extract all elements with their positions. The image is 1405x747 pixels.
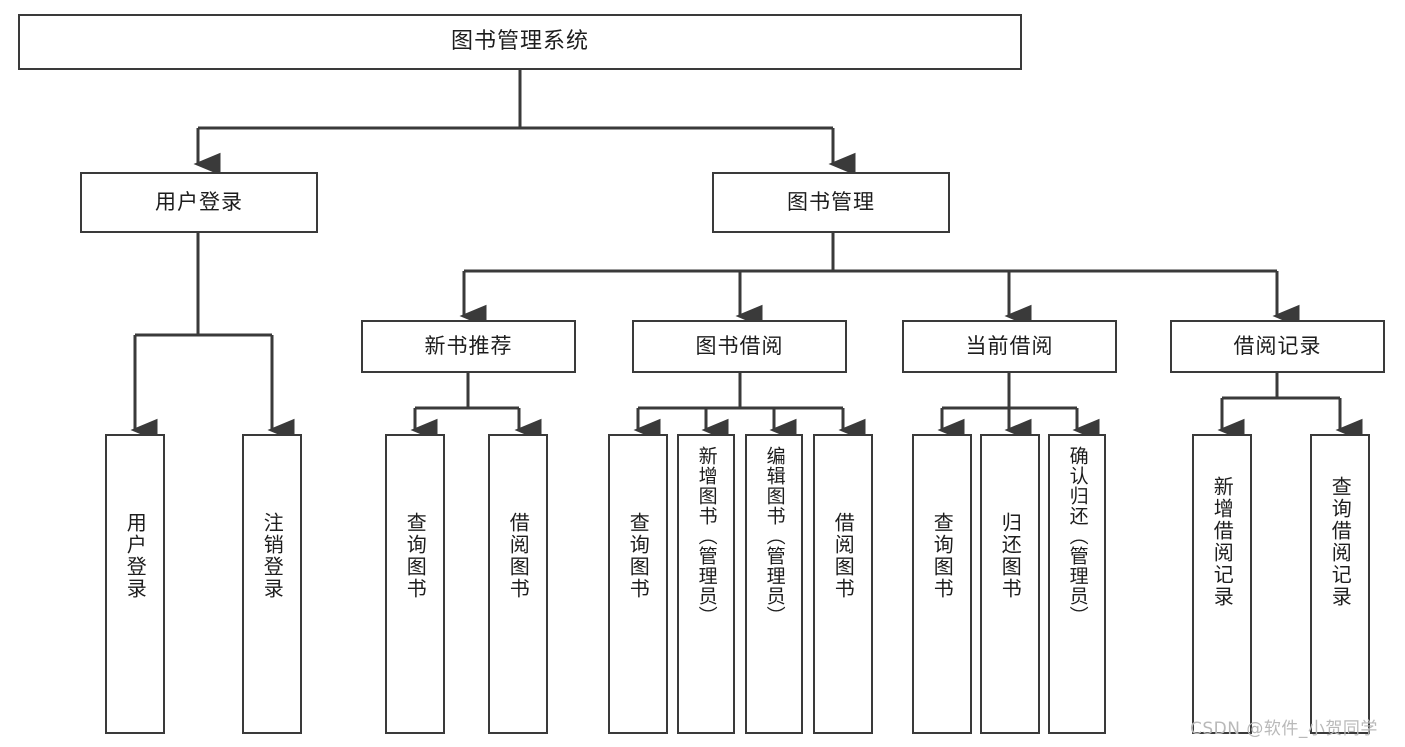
- node-label: 查询图书: [403, 512, 428, 600]
- leaf-current-borrow-query[interactable]: 查询图书: [912, 434, 972, 734]
- leaf-borrow-record-query[interactable]: 查询借阅记录: [1310, 434, 1370, 734]
- node-label: 图书管理系统: [450, 28, 589, 54]
- node-label: 新书推荐: [424, 333, 513, 358]
- leaf-book-borrow-borrow[interactable]: 借阅图书: [813, 434, 873, 734]
- node-label: 新增借阅记录: [1210, 476, 1235, 608]
- node-label: 确认归还（管理员）: [1066, 446, 1089, 626]
- node-label: 当前借阅: [965, 333, 1054, 358]
- leaf-book-borrow-query[interactable]: 查询图书: [608, 434, 668, 734]
- node-new-book-recommend[interactable]: 新书推荐: [361, 320, 576, 373]
- node-current-borrow[interactable]: 当前借阅: [902, 320, 1117, 373]
- leaf-new-book-query[interactable]: 查询图书: [385, 434, 445, 734]
- leaf-new-book-borrow[interactable]: 借阅图书: [488, 434, 548, 734]
- node-root-system[interactable]: 图书管理系统: [18, 14, 1022, 70]
- leaf-current-borrow-return[interactable]: 归还图书: [980, 434, 1040, 734]
- node-label: 用户登录: [155, 189, 243, 214]
- csdn-watermark: CSDN @软件_小贺同学: [1190, 719, 1378, 739]
- leaf-book-borrow-edit[interactable]: 编辑图书（管理员）: [745, 434, 803, 734]
- node-label: 查询图书: [930, 512, 955, 600]
- node-label: 借阅记录: [1233, 333, 1322, 358]
- node-label: 新增图书（管理员）: [695, 446, 718, 626]
- node-borrow-record[interactable]: 借阅记录: [1170, 320, 1385, 373]
- node-label: 编辑图书（管理员）: [763, 446, 786, 626]
- node-user-login[interactable]: 用户登录: [80, 172, 318, 233]
- node-book-management[interactable]: 图书管理: [712, 172, 950, 233]
- node-label: 归还图书: [998, 512, 1023, 600]
- node-label: 借阅图书: [831, 512, 856, 600]
- node-book-borrow[interactable]: 图书借阅: [632, 320, 847, 373]
- leaf-borrow-record-add[interactable]: 新增借阅记录: [1192, 434, 1252, 734]
- leaf-user-login-login[interactable]: 用户登录: [105, 434, 165, 734]
- leaf-book-borrow-add[interactable]: 新增图书（管理员）: [677, 434, 735, 734]
- leaf-current-borrow-confirm-return[interactable]: 确认归还（管理员）: [1048, 434, 1106, 734]
- node-label: 用户登录: [123, 512, 148, 600]
- node-label: 查询图书: [626, 512, 651, 600]
- node-label: 查询借阅记录: [1328, 476, 1353, 608]
- node-label: 图书管理: [787, 189, 875, 214]
- node-label: 图书借阅: [695, 333, 784, 358]
- node-label: 借阅图书: [506, 512, 531, 600]
- node-label: 注销登录: [260, 512, 285, 600]
- leaf-user-login-logout[interactable]: 注销登录: [242, 434, 302, 734]
